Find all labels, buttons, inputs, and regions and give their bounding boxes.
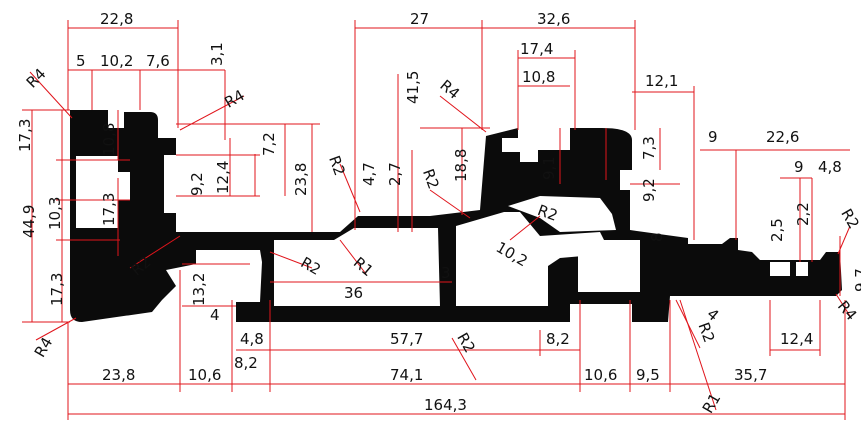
dimension-lines [22,20,851,420]
dim-17-4: 17,4 [520,40,553,58]
dim-44-9: 44,9 [20,205,38,238]
dim-2-2: 2,2 [794,202,812,226]
dim-9-7: 9,7 [852,268,861,292]
dimension-labels: 22,8 27 32,6 5 10,2 7,6 3,1 R4 R4 R4 17,… [16,10,861,416]
dim-10-6-right: 10,6 [584,366,617,384]
dim-5: 5 [76,52,86,70]
dim-r1-b: R1 [699,390,725,416]
dim-57-7: 57,7 [390,330,423,348]
dim-27: 27 [410,10,429,28]
dim-10-2: 10,2 [100,52,133,70]
dim-4-7: 4,7 [360,162,378,186]
dim-r4-mid: R4 [436,76,463,103]
aluminium-profile [70,110,842,322]
dim-7-2: 7,2 [260,132,278,156]
dim-9-small: 9 [794,158,804,176]
dim-2-5: 2,5 [768,218,786,242]
dim-9-2-right: 9,2 [640,178,658,202]
dim-r4-right: R4 [834,297,861,324]
dim-7-6: 7,6 [146,52,170,70]
dim-7-3: 7,3 [640,136,658,160]
dim-13-2: 13,2 [190,273,208,306]
dim-12-4-bottom: 12,4 [780,330,813,348]
dim-10-3: 10,3 [46,197,64,230]
dim-12-1: 12,1 [645,72,678,90]
dim-r4-bottom-left: R4 [31,334,57,360]
dim-r2-g: R2 [694,320,718,345]
dim-r2-b: R2 [419,166,443,191]
dim-10-6-left: 10,6 [188,366,221,384]
dim-22-8: 22,8 [100,10,133,28]
dim-4-left: 4 [210,306,220,324]
dim-22-6: 22,6 [766,128,799,146]
dim-r4-top-left: R4 [23,65,50,92]
dim-41-5: 41,5 [404,71,422,104]
dim-8: 8 [648,232,666,242]
dim-8-2-left: 8,2 [234,354,258,372]
dim-9: 9 [708,128,718,146]
dim-17-3-mid: 17,3 [100,193,118,226]
dim-4-8-bottom: 4,8 [240,330,264,348]
dim-17-3-top: 17,3 [16,119,34,152]
dim-23-8-vertical: 23,8 [292,163,310,196]
dim-36: 36 [344,284,363,302]
dim-17-3-bottom: 17,3 [48,273,66,306]
dim-r2-a: R2 [325,153,349,178]
dim-12-4: 12,4 [214,161,232,194]
dim-r2-e: R2 [535,201,560,225]
dim-3: 3 [441,264,451,282]
dim-r2-f: R2 [837,206,861,232]
dim-10-8-left: 10,8 [100,123,118,156]
dim-18-8: 18,8 [452,149,470,182]
dim-8-2-right: 8,2 [546,330,570,348]
dim-3-1: 3,1 [208,42,226,66]
dim-74-1: 74,1 [390,366,423,384]
dim-r2-h: R2 [453,330,479,356]
dim-32-6: 32,6 [537,10,570,28]
dim-35-7: 35,7 [734,366,767,384]
dim-9-2-left: 9,2 [188,172,206,196]
dim-164-3: 164,3 [424,396,467,414]
dim-10-8-right: 10,8 [522,68,555,86]
dim-4-8-right: 4,8 [818,158,842,176]
dim-9-5: 9,5 [636,366,660,384]
dim-2-7: 2,7 [386,162,404,186]
dim-23-8-horizontal: 23,8 [102,366,135,384]
dim-9-1: 9,1 [540,156,558,180]
